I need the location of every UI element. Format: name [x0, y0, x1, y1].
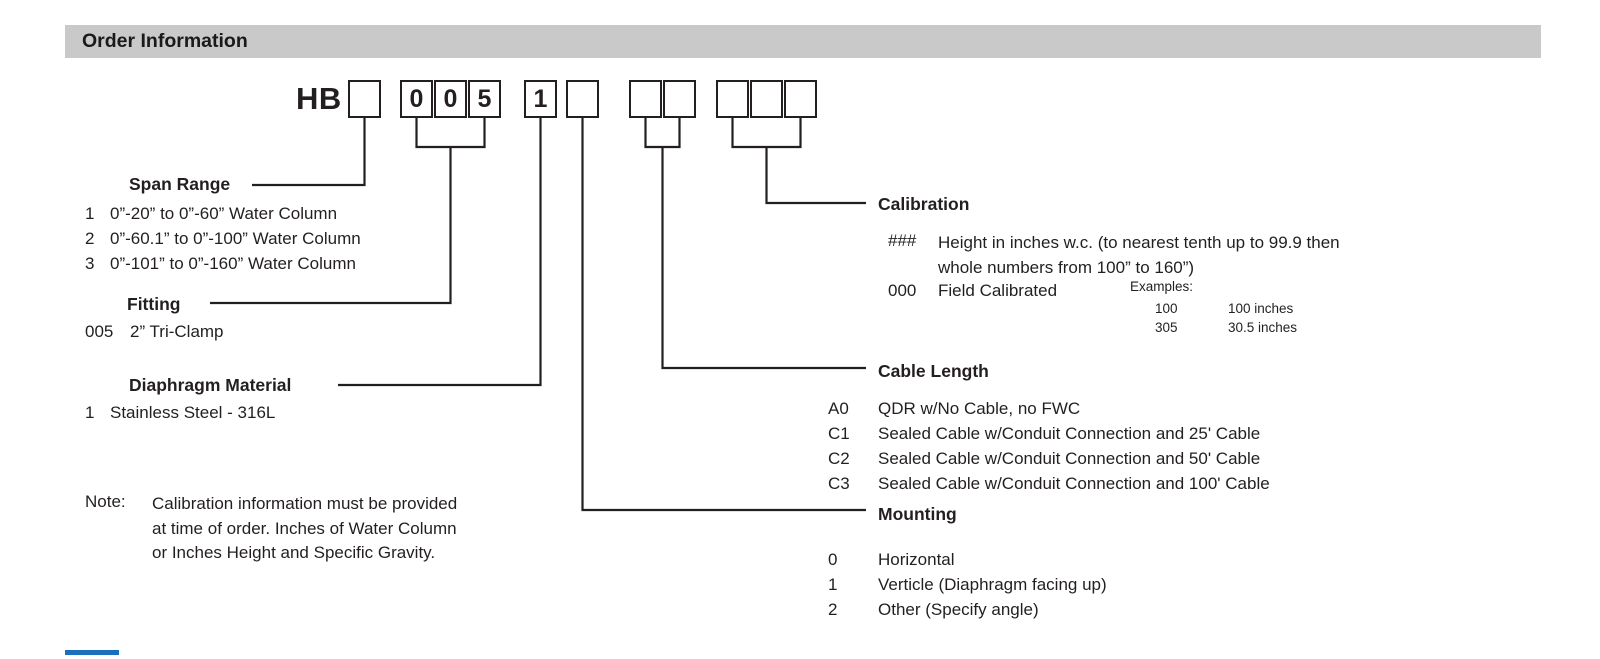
- item-desc: Stainless Steel - 316L: [110, 403, 276, 422]
- part-number-prefix: HB: [296, 81, 342, 116]
- span-range-title: Span Range: [129, 174, 231, 194]
- diaphragm-material-title: Diaphragm Material: [129, 375, 292, 395]
- calibration-item: ### Height in inches w.c. (to nearest te…: [888, 231, 1340, 280]
- example-code: 305: [1155, 320, 1178, 335]
- fitting-bracket: [415, 118, 486, 149]
- calibration-connector: [765, 147, 866, 205]
- diaphragm-material-item: 1 Stainless Steel - 316L: [85, 403, 275, 423]
- item-desc: Height in inches w.c. (to nearest tenth …: [938, 231, 1340, 280]
- footer-accent-rule: [65, 650, 119, 655]
- item-code: 3: [85, 254, 95, 273]
- item-code: 1: [85, 204, 95, 223]
- note-label: Note:: [85, 492, 126, 511]
- calibration-bracket: [731, 118, 802, 149]
- note-line: at time of order. Inches of Water Column: [152, 518, 457, 538]
- note-text: Calibration information must be provided…: [152, 492, 457, 566]
- example-row: 305 30.5 inches: [1155, 320, 1297, 335]
- mounting-item: 0 Horizontal: [828, 550, 955, 570]
- part-box-cable-1: [629, 80, 662, 118]
- cable-length-item: C1 Sealed Cable w/Conduit Connection and…: [828, 424, 1260, 444]
- item-desc: QDR w/No Cable, no FWC: [878, 399, 1081, 418]
- item-desc: 0”-101” to 0”-160” Water Column: [110, 254, 356, 273]
- part-box-calibration-3: [784, 80, 817, 118]
- example-row: 100 100 inches: [1155, 301, 1293, 316]
- item-code: C1: [828, 424, 850, 443]
- calibration-item: 000 Field Calibrated: [888, 281, 1057, 301]
- part-box-span-range: [348, 80, 381, 118]
- item-code: 1: [85, 403, 95, 422]
- item-code: A0: [828, 399, 849, 418]
- desc-line: Height in inches w.c. (to nearest tenth …: [938, 233, 1340, 252]
- item-desc: Field Calibrated: [938, 281, 1058, 300]
- mounting-title: Mounting: [878, 504, 957, 524]
- span-range-item: 1 0”-20” to 0”-60” Water Column: [85, 204, 337, 224]
- cable-length-item: C3 Sealed Cable w/Conduit Connection and…: [828, 474, 1270, 494]
- part-box-calibration-1: [716, 80, 749, 118]
- part-box-diaphragm: 1: [524, 80, 557, 118]
- calibration-title: Calibration: [878, 194, 970, 214]
- item-code: 000: [888, 281, 917, 300]
- desc-line: whole numbers from 100” to 160”): [938, 257, 1195, 277]
- part-box-mounting: [566, 80, 599, 118]
- item-desc: 2” Tri-Clamp: [130, 322, 224, 341]
- item-code: C3: [828, 474, 850, 493]
- span-range-item: 2 0”-60.1” to 0”-100” Water Column: [85, 229, 361, 249]
- mounting-connector: [581, 118, 866, 512]
- cable-length-connector: [661, 147, 866, 370]
- examples-label: Examples:: [1130, 279, 1194, 294]
- mounting-item: 1 Verticle (Diaphragm facing up): [828, 575, 1107, 595]
- item-code: C2: [828, 449, 850, 468]
- part-box-cable-2: [663, 80, 696, 118]
- fitting-connector: [210, 147, 452, 305]
- item-code: 2: [85, 229, 95, 248]
- page-title: Order Information: [82, 30, 248, 52]
- section-header-bar: Order Information: [65, 25, 1541, 58]
- item-code: ###: [888, 231, 917, 250]
- note-line: Calibration information must be provided: [152, 494, 458, 513]
- note-line: or Inches Height and Specific Gravity.: [152, 543, 436, 562]
- fitting-item: 005 2” Tri-Clamp: [85, 322, 224, 342]
- item-code: 2: [828, 600, 838, 619]
- item-desc: Horizontal: [878, 550, 955, 569]
- fitting-title: Fitting: [127, 294, 181, 314]
- item-desc: Other (Specify angle): [878, 600, 1039, 619]
- cable-length-bracket: [644, 118, 681, 149]
- item-desc: Verticle (Diaphragm facing up): [878, 575, 1107, 594]
- cable-length-item: A0 QDR w/No Cable, no FWC: [828, 399, 1080, 419]
- cable-length-title: Cable Length: [878, 361, 989, 381]
- part-box-fitting-3: 5: [468, 80, 501, 118]
- example-code: 100: [1155, 301, 1178, 316]
- item-desc: 0”-60.1” to 0”-100” Water Column: [110, 229, 361, 248]
- diaphragm-connector: [338, 118, 542, 387]
- item-desc: Sealed Cable w/Conduit Connection and 50…: [878, 449, 1261, 468]
- item-code: 0: [828, 550, 838, 569]
- cable-length-item: C2 Sealed Cable w/Conduit Connection and…: [828, 449, 1260, 469]
- part-box-fitting-1: 0: [400, 80, 433, 118]
- example-desc: 30.5 inches: [1228, 320, 1298, 335]
- item-code: 1: [828, 575, 838, 594]
- span-range-connector: [252, 118, 366, 187]
- item-desc: Sealed Cable w/Conduit Connection and 25…: [878, 424, 1261, 443]
- mounting-item: 2 Other (Specify angle): [828, 600, 1039, 620]
- item-code: 005: [85, 322, 114, 341]
- item-desc: Sealed Cable w/Conduit Connection and 10…: [878, 474, 1270, 493]
- part-box-fitting-2: 0: [434, 80, 467, 118]
- part-box-calibration-2: [750, 80, 783, 118]
- span-range-item: 3 0”-101” to 0”-160” Water Column: [85, 254, 356, 274]
- item-desc: 0”-20” to 0”-60” Water Column: [110, 204, 338, 223]
- example-desc: 100 inches: [1228, 301, 1294, 316]
